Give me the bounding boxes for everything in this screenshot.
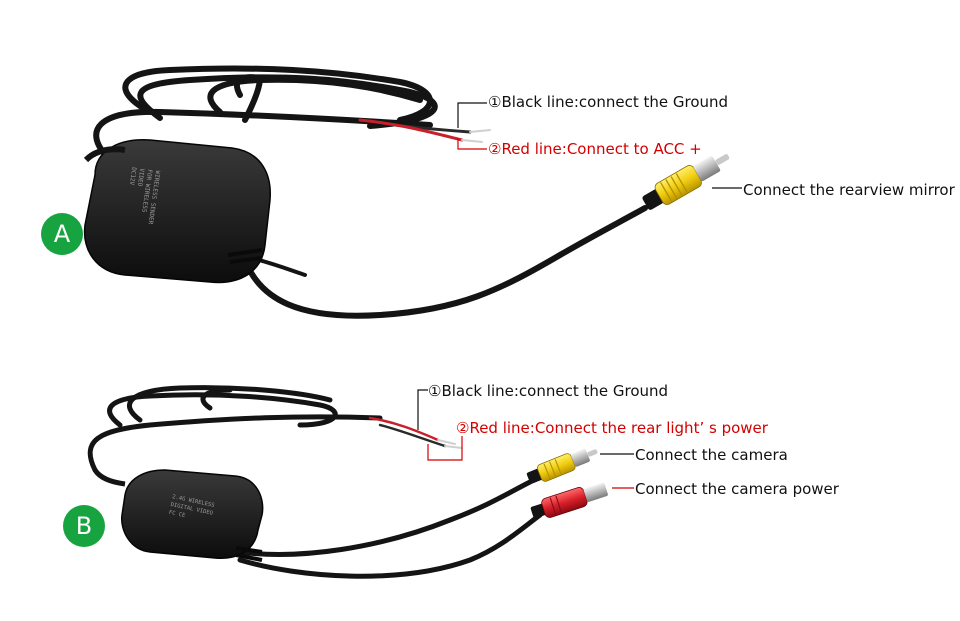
badge-b: B	[63, 505, 105, 547]
diagram-a: WIRELESS SENDER FOR WIRELESS VIDEO DC12V	[83, 65, 742, 319]
transmitter-box-a: WIRELESS SENDER FOR WIRELESS VIDEO DC12V	[83, 139, 271, 284]
diagram-b: 2.4G WIRELESS DIGITAL VIDEO FC CE	[87, 385, 634, 579]
wire-ends-a	[358, 118, 491, 143]
transmitter-box-b: 2.4G WIRELESS DIGITAL VIDEO FC CE	[121, 469, 264, 562]
power-connector-b	[530, 482, 608, 519]
leader-lines-a	[457, 102, 742, 189]
device-print-a: WIRELESS SENDER FOR WIRELESS VIDEO DC12V	[128, 167, 161, 225]
leader-lines-b	[417, 389, 634, 489]
label-camera: Connect the camera	[635, 446, 788, 464]
wire-ends-b	[368, 416, 463, 449]
cable-top-b	[92, 468, 126, 487]
badge-a: A	[41, 213, 83, 255]
label-black-line-b: ①Black line:connect the Ground	[428, 382, 669, 400]
rca-connector-a	[642, 154, 730, 210]
print-line: DC12V	[128, 167, 137, 186]
cable-loop-b	[87, 385, 383, 473]
cable-to-power-b	[237, 512, 543, 579]
cable-to-camera-b	[237, 479, 533, 557]
cable-loop-a	[93, 65, 438, 163]
cable-to-rca-a	[242, 205, 648, 319]
label-rearview-mirror: Connect the rearview mirror	[743, 181, 955, 199]
print-line: FC CE	[168, 510, 185, 519]
label-camera-power: Connect the camera power	[635, 480, 839, 498]
rca-connector-b	[526, 448, 598, 484]
label-red-line-b: ②Red line:Connect the rear light’ s powe…	[456, 419, 768, 437]
print-line: VIDEO	[136, 168, 145, 187]
device-print-b: 2.4G WIRELESS DIGITAL VIDEO FC CE	[168, 494, 215, 519]
label-black-line-a: ①Black line:connect the Ground	[488, 93, 729, 111]
label-red-line-a: ②Red line:Connect to ACC +	[488, 140, 702, 158]
